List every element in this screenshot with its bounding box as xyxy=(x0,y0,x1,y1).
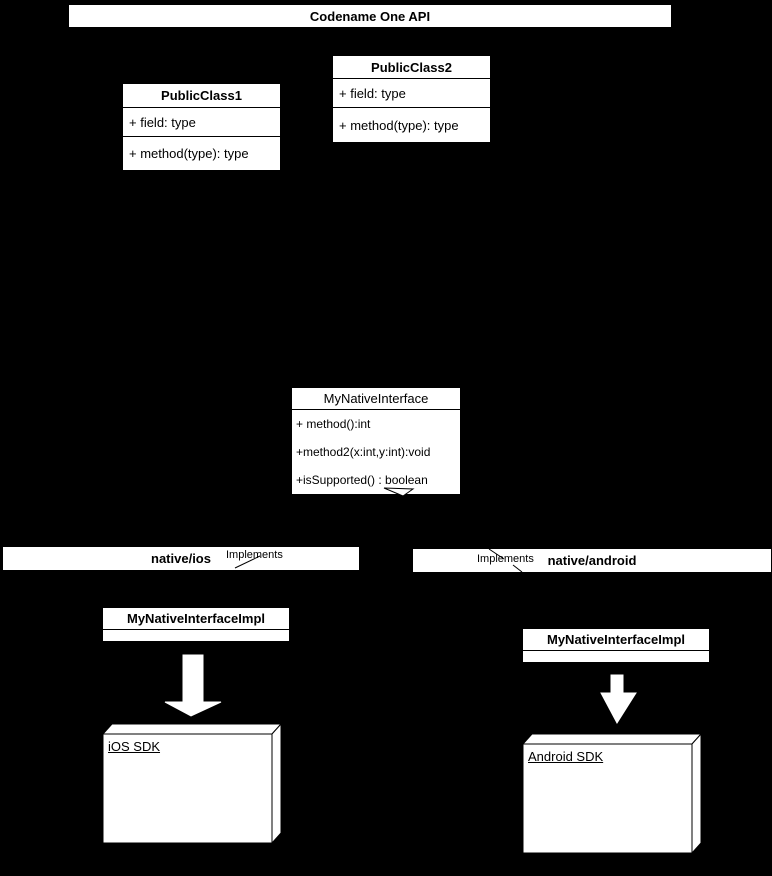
public-class1-title: PublicClass1 xyxy=(123,84,280,108)
native-android-package-bar: native/android Implements xyxy=(412,548,772,573)
android-sdk-node-right-face xyxy=(691,732,702,855)
class-public-class1: PublicClass1 + field: type + method(type… xyxy=(122,83,281,171)
public-class2-field: + field: type xyxy=(333,79,490,108)
public-class2-method: + method(type): type xyxy=(339,117,459,133)
ios-sdk-node-top-face xyxy=(101,723,283,735)
android-impl-empty-compartment xyxy=(523,651,709,662)
android-implements-label: Implements xyxy=(477,553,534,565)
public-class1-field: + field: type xyxy=(123,108,280,137)
android-impl-title: MyNativeInterfaceImpl xyxy=(523,629,709,651)
class-public-class2: PublicClass2 + field: type + method(type… xyxy=(332,55,491,143)
api-package-label: Codename One API xyxy=(309,8,431,24)
interface-method-1: + method():int xyxy=(296,417,371,431)
public-class1-method: + method(type): type xyxy=(129,146,249,161)
interface-method-3: +isSupported() : boolean xyxy=(296,473,428,487)
ios-implements-label: Implements xyxy=(226,549,283,561)
interface-method-2: +method2(x:int,y:int):void xyxy=(296,445,431,459)
android-sdk-label: Android SDK xyxy=(528,749,604,764)
ios-sdk-label: iOS SDK xyxy=(108,739,161,754)
ios-impl-title: MyNativeInterfaceImpl xyxy=(103,608,289,630)
android-down-arrow-icon xyxy=(600,674,637,724)
class-android-my-native-interface-impl: MyNativeInterfaceImpl xyxy=(522,628,710,663)
codename-one-api-package-bar: Codename One API xyxy=(68,4,672,28)
native-ios-package-bar: native/ios Implements xyxy=(2,546,360,571)
ios-down-arrow-icon xyxy=(164,654,222,717)
interface-my-native-interface: MyNativeInterface + method():int +method… xyxy=(291,387,461,495)
my-native-interface-title: MyNativeInterface xyxy=(292,388,460,410)
ios-sdk-node-right-face xyxy=(271,722,282,845)
android-sdk-node-top-face xyxy=(521,733,703,745)
my-native-interface-methods: + method():int +method2(x:int,y:int):voi… xyxy=(292,410,460,494)
class-ios-my-native-interface-impl: MyNativeInterfaceImpl xyxy=(102,607,290,642)
public-class2-title: PublicClass2 xyxy=(333,56,490,79)
ios-impl-empty-compartment xyxy=(103,630,289,641)
native-android-label: native/android xyxy=(547,553,637,568)
native-ios-label: native/ios xyxy=(151,551,211,566)
